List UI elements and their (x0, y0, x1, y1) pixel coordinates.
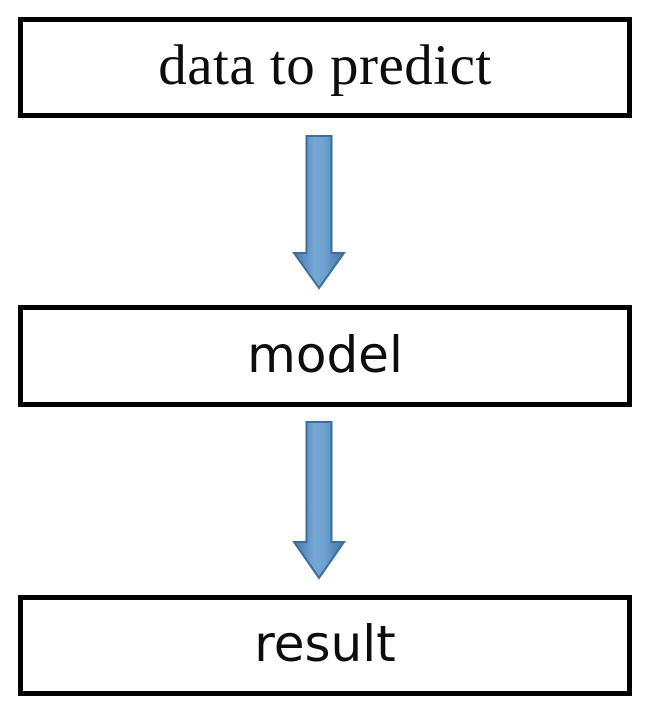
arrow-data-to-predict-to-model (291, 134, 347, 290)
node-label-model: model (247, 325, 403, 384)
down-arrow-icon (292, 135, 346, 290)
node-data-to-predict: data to predict (18, 17, 632, 118)
node-model: model (18, 305, 632, 407)
node-result: result (18, 595, 632, 696)
arrow-model-to-result (291, 420, 347, 580)
node-label-result: result (254, 615, 396, 673)
down-arrow-icon (292, 421, 346, 580)
node-label-data-to-predict: data to predict (158, 34, 492, 97)
